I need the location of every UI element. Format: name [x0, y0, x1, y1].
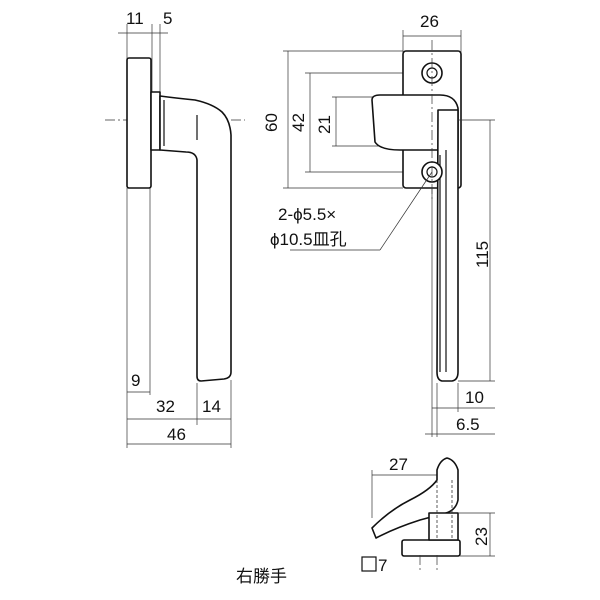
dim-23: 23 — [472, 527, 491, 546]
handle-boss — [150, 91, 161, 151]
hole-note-line2: ϕ10.5皿孔 — [270, 230, 347, 249]
dim-115: 115 — [473, 241, 492, 268]
front-view — [283, 30, 495, 437]
keeper-hook — [371, 457, 459, 539]
keeper-base — [401, 539, 461, 557]
dim-9: 9 — [131, 371, 140, 390]
base-plate — [126, 57, 152, 189]
dim-46: 46 — [167, 425, 186, 444]
dim-21: 21 — [315, 115, 334, 134]
handle-knob-front — [371, 94, 459, 151]
dim-5: 5 — [163, 9, 172, 28]
square-symbol — [361, 556, 377, 572]
dim-7: 7 — [378, 556, 387, 575]
lever-shaft-front — [436, 109, 459, 382]
dim-60: 60 — [262, 113, 281, 132]
dim-32: 32 — [156, 397, 175, 416]
caption-right-hand: 右勝手 — [236, 567, 287, 586]
dim-42: 42 — [289, 113, 308, 132]
dim-26: 26 — [420, 12, 439, 31]
hole-note-line1: 2-ϕ5.5× — [278, 205, 336, 224]
dim-27: 27 — [389, 455, 408, 474]
dim-10: 10 — [465, 388, 484, 407]
handle-lever — [159, 95, 232, 382]
side-view — [105, 24, 245, 448]
dim-6-5: 6.5 — [456, 415, 480, 434]
keeper-view — [361, 457, 495, 572]
keeper-post — [428, 512, 459, 541]
dim-11: 11 — [126, 9, 144, 28]
dim-14: 14 — [202, 397, 221, 416]
